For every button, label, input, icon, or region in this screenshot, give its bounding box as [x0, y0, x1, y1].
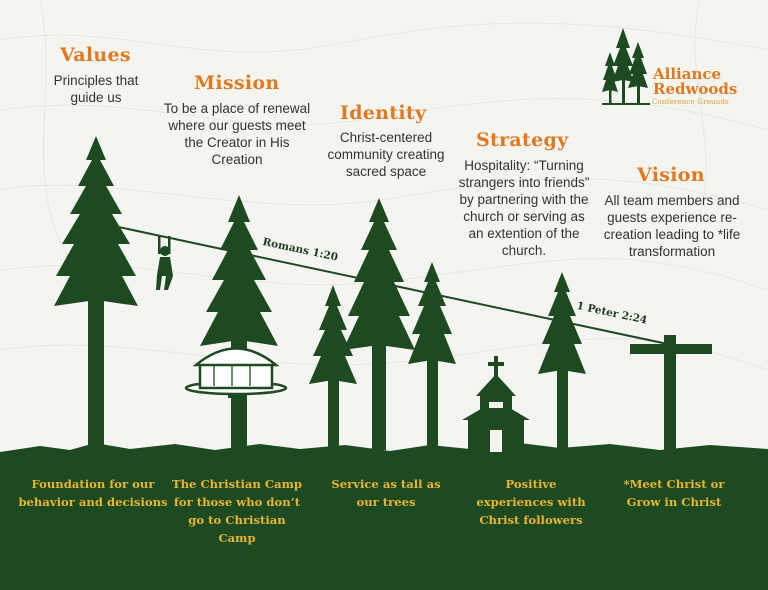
logo-subtitle: Conference Grounds [652, 98, 729, 106]
church-icon [462, 356, 530, 452]
yurt-icon [184, 347, 288, 398]
ground [0, 443, 768, 590]
identity-description: Christ-centered community creating sacre… [327, 130, 445, 179]
strategy-heading: Strategy [476, 129, 569, 151]
identity-heading: Identity [340, 102, 427, 124]
zip-line [94, 221, 706, 353]
logo-text-line2: Redwoods [653, 80, 738, 98]
redwood-tree-4 [343, 198, 415, 450]
values-heading: Values [60, 44, 131, 66]
redwood-tree-2 [200, 195, 278, 450]
redwood-tree-3 [309, 285, 357, 450]
redwood-tree-6 [538, 272, 586, 450]
mission-footer: The Christian Camp for those who don’t g… [171, 477, 303, 545]
values-description: Principles that guide us [53, 73, 139, 105]
redwood-tree-5 [408, 262, 456, 450]
zipline-climber-icon [156, 236, 173, 290]
mission-heading: Mission [194, 72, 280, 94]
logo-trees-icon [602, 28, 650, 105]
strategy-footer: Positive experiences with Christ followe… [476, 477, 586, 527]
logo-text-line1: Alliance [653, 65, 722, 83]
values-footer: Foundation for our behavior and decision… [18, 477, 168, 509]
vision-footer: *Meet Christ or Grow in Christ [623, 477, 725, 509]
strategy-description: Hospitality: “Turning strangers into fri… [458, 158, 590, 258]
redwood-tree-1 [54, 136, 138, 450]
cross-icon [630, 335, 712, 450]
identity-footer: Service as tall as our trees [331, 477, 441, 509]
vision-description: All team members and guests experience r… [603, 193, 741, 259]
vision-heading: Vision [637, 164, 705, 186]
mission-description: To be a place of renewal where our guest… [163, 101, 311, 167]
